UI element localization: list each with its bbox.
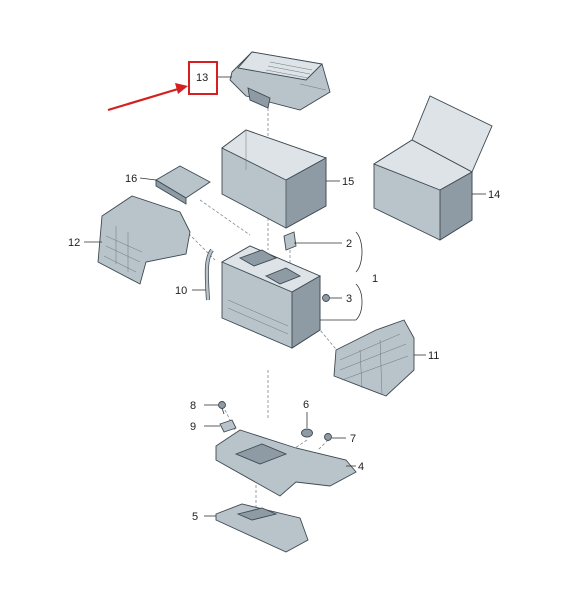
callout-16[interactable]: 16 [125, 173, 137, 185]
callout-10[interactable]: 10 [175, 285, 187, 297]
part-5-mounting-plate[interactable] [215, 503, 309, 553]
leader-lines [84, 76, 486, 517]
part-11-heat-shield[interactable] [333, 319, 415, 397]
callout-8[interactable]: 8 [190, 400, 196, 412]
battery[interactable] [220, 245, 322, 349]
part-2-terminal-clamp[interactable] [283, 231, 297, 251]
highlight-callout [107, 61, 218, 112]
callout-11[interactable]: 11 [428, 350, 439, 362]
callout-1[interactable]: 1 [372, 273, 378, 285]
part-16-fuse-cover[interactable] [155, 165, 211, 205]
callout-2[interactable]: 2 [346, 238, 352, 250]
part-7-bolt[interactable] [324, 433, 332, 441]
part-6-grommet[interactable] [301, 428, 313, 438]
part-12-heat-shield[interactable] [97, 195, 191, 285]
callout-9[interactable]: 9 [190, 421, 196, 433]
part-4-battery-tray[interactable] [215, 429, 357, 497]
callout-14[interactable]: 14 [488, 189, 500, 201]
callout-5[interactable]: 5 [192, 511, 198, 523]
callout-4[interactable]: 4 [358, 461, 364, 473]
highlight-arrow-shaft [107, 87, 179, 112]
callout-7[interactable]: 7 [350, 433, 356, 445]
part-9-clamp[interactable] [219, 419, 237, 433]
callout-3[interactable]: 3 [346, 293, 352, 305]
part-14-battery-box[interactable] [373, 95, 493, 241]
callout-15[interactable]: 15 [342, 176, 354, 188]
highlight-box [188, 61, 218, 95]
callout-13[interactable]: 13 [196, 72, 208, 84]
highlight-arrow-head [175, 83, 188, 94]
part-10-vent-hose[interactable] [204, 248, 214, 301]
callout-numbers: 13 16 15 14 12 2 1 10 3 11 8 6 9 7 4 5 [68, 72, 500, 523]
part-8-bolt[interactable] [218, 401, 226, 415]
part-15-insulation-sleeve[interactable] [221, 129, 328, 229]
part-13-battery-cover[interactable] [229, 51, 331, 111]
callout-12[interactable]: 12 [68, 237, 80, 249]
part-3-bolt[interactable] [322, 294, 330, 302]
callout-6[interactable]: 6 [303, 399, 309, 411]
